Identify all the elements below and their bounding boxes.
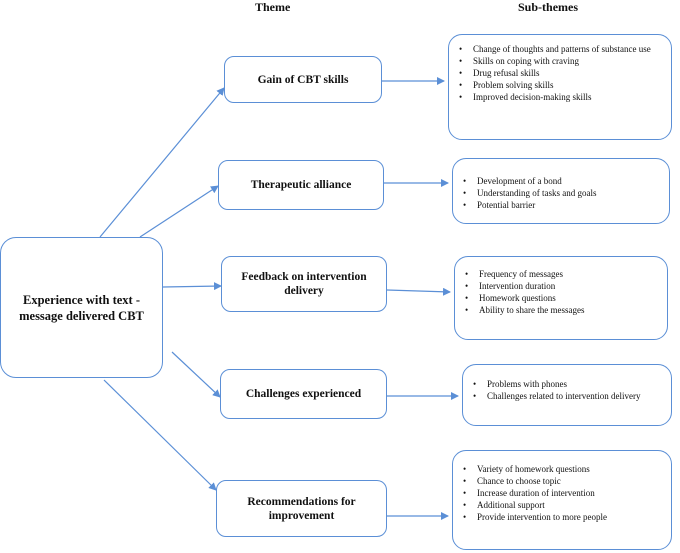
subtheme-item: Improved decision-making skills xyxy=(449,91,671,103)
subtheme-item: Development of a bond xyxy=(453,175,669,187)
subtheme-list: Frequency of messages Intervention durat… xyxy=(455,268,667,316)
subtheme-item: Understanding of tasks and goals xyxy=(453,187,669,199)
subtheme-item: Frequency of messages xyxy=(455,268,667,280)
subtheme-item: Skills on coping with craving xyxy=(449,55,671,67)
subthemes-column-header: Sub-themes xyxy=(518,0,579,14)
subthemes-box-therapeutic-alliance: Development of a bond Understanding of t… xyxy=(452,158,670,224)
arrow-central-to-theme-1 xyxy=(99,87,225,238)
subthemes-box-feedback-on-intervention-delivery: Frequency of messages Intervention durat… xyxy=(454,256,668,340)
subtheme-item: Homework questions xyxy=(455,292,667,304)
theme-box-feedback-on-intervention-delivery: Feedback on intervention delivery xyxy=(221,256,387,312)
subtheme-item: Intervention duration xyxy=(455,280,667,292)
subtheme-item: Chance to choose topic xyxy=(453,475,671,487)
theme-label: Gain of CBT skills xyxy=(257,73,349,86)
subthemes-box-recommendations-for-improvement: Variety of homework questions Chance to … xyxy=(452,450,672,550)
subtheme-list: Problems with phones Challenges related … xyxy=(463,378,671,402)
theme-box-recommendations-for-improvement: Recommendations for improvement xyxy=(216,480,387,537)
theme-box-gain-of-cbt-skills: Gain of CBT skills xyxy=(224,56,382,103)
subtheme-item: Ability to share the messages xyxy=(455,304,667,316)
theme-label: Challenges experienced xyxy=(245,388,362,400)
subtheme-item: Potential barrier xyxy=(453,199,669,211)
arrow-central-to-theme-2 xyxy=(139,185,219,238)
subtheme-item: Drug refusal skills xyxy=(449,67,671,79)
theme-column-header: Theme xyxy=(255,0,291,14)
arrow-central-to-theme-5 xyxy=(103,379,217,491)
theme-box-challenges-experienced: Challenges experienced xyxy=(220,369,387,419)
subtheme-item: Change of thoughts and patterns of subst… xyxy=(449,43,671,55)
theme-label: Recommendations for improvement xyxy=(247,495,356,522)
central-node-label: Experience with text -message delivered … xyxy=(19,292,144,323)
subtheme-list: Change of thoughts and patterns of subst… xyxy=(449,43,671,103)
subtheme-item: Challenges related to intervention deliv… xyxy=(463,390,671,402)
theme-box-therapeutic-alliance: Therapeutic alliance xyxy=(218,160,384,210)
subtheme-item: Problems with phones xyxy=(463,378,671,390)
theme-label: Therapeutic alliance xyxy=(250,179,352,191)
subtheme-list: Development of a bond Understanding of t… xyxy=(453,175,669,211)
subtheme-item: Provide intervention to more people xyxy=(453,511,671,523)
subtheme-item: Problem solving skills xyxy=(449,79,671,91)
subtheme-item: Additional support xyxy=(453,499,671,511)
subthemes-box-challenges-experienced: Problems with phones Challenges related … xyxy=(462,364,672,426)
subtheme-list: Variety of homework questions Chance to … xyxy=(453,463,671,523)
central-node: Experience with text -message delivered … xyxy=(0,237,163,378)
arrow-central-to-theme-4 xyxy=(171,351,221,398)
arrow-theme-3-to-subthemes xyxy=(386,287,451,296)
subtheme-item: Variety of homework questions xyxy=(453,463,671,475)
subtheme-item: Increase duration of intervention xyxy=(453,487,671,499)
subthemes-box-gain-of-cbt-skills: Change of thoughts and patterns of subst… xyxy=(448,34,672,140)
theme-label: Feedback on intervention delivery xyxy=(241,271,367,297)
arrow-central-to-theme-3 xyxy=(162,282,222,291)
